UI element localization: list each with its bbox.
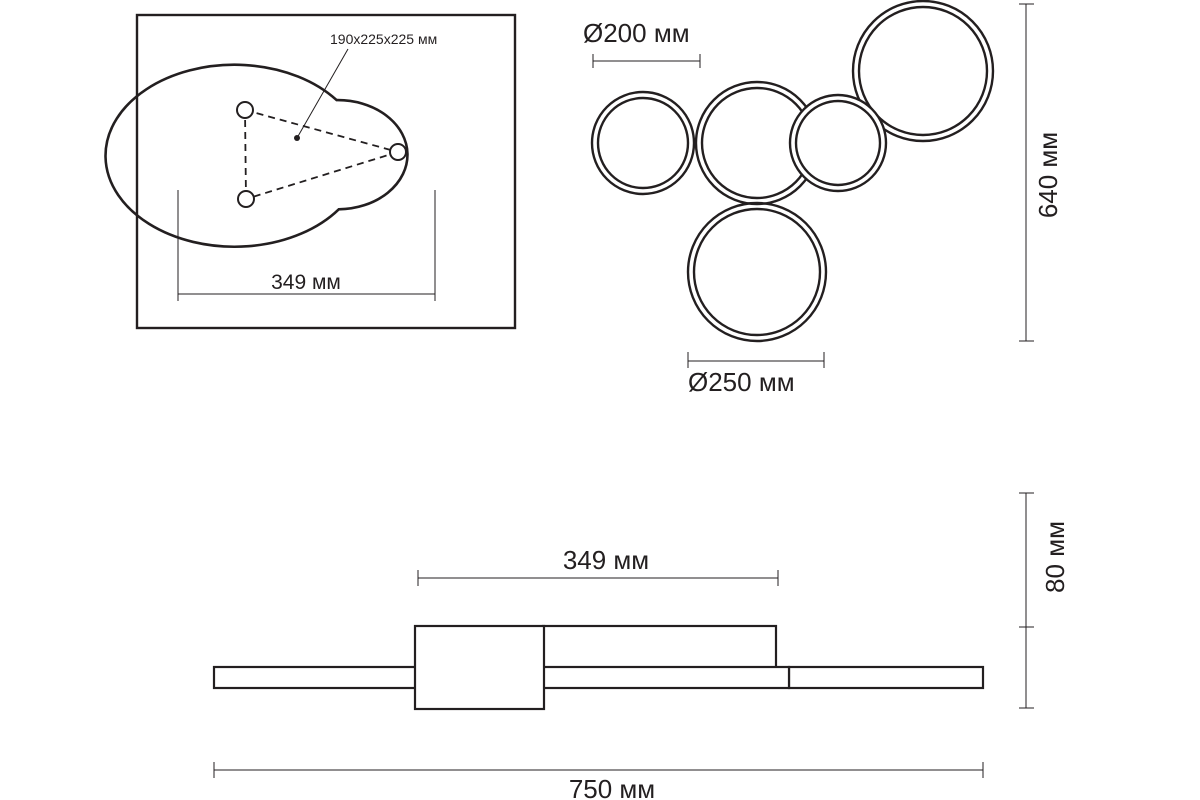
ring: [851, 0, 995, 143]
base-width-label: 349 мм: [563, 545, 649, 575]
ring: [788, 93, 888, 193]
total-width-label: 750 мм: [569, 774, 655, 800]
mount-view: 190x225x225 мм 349 мм: [104, 13, 517, 330]
left-arm: [212, 665, 420, 690]
total-width-dimension: [213, 762, 984, 778]
height-label: 640 мм: [1033, 132, 1063, 218]
depth-dimension: [1019, 492, 1034, 709]
mounting-housing: [413, 624, 546, 711]
side-view: 349 мм 80 мм 750 мм: [212, 492, 1070, 800]
ring: [596, 96, 690, 190]
middle-arm: [530, 665, 791, 690]
large-diameter-label: Ø250 мм: [688, 367, 795, 397]
mount-label-leader: [296, 48, 349, 139]
small-diameter-dimension: [592, 54, 701, 68]
height-dimension: [1019, 3, 1034, 342]
ring: [590, 90, 696, 196]
base-width-dimension: [417, 570, 779, 586]
upper-housing: [541, 624, 778, 670]
ring: [686, 201, 828, 343]
small-diameter-label: Ø200 мм: [583, 18, 690, 48]
mount-width-dimension: [177, 190, 436, 301]
mounting-hole: [237, 190, 255, 208]
ring: [794, 99, 882, 187]
depth-label: 80 мм: [1040, 521, 1070, 593]
ring: [857, 5, 989, 137]
right-arm: [787, 665, 985, 690]
mounting-hole-pattern: [236, 101, 407, 208]
mount-view-frame: [135, 13, 517, 330]
ring: [692, 207, 822, 337]
mounting-base-outline: [104, 63, 409, 249]
mount-size-label: 190x225x225 мм: [330, 31, 437, 47]
rings-view: Ø200 мм Ø250 мм 640 мм: [583, 0, 1063, 397]
mount-width-label: 349 мм: [271, 271, 341, 294]
mounting-hole: [389, 143, 407, 161]
large-diameter-dimension: [687, 352, 825, 368]
mounting-hole: [236, 101, 254, 119]
